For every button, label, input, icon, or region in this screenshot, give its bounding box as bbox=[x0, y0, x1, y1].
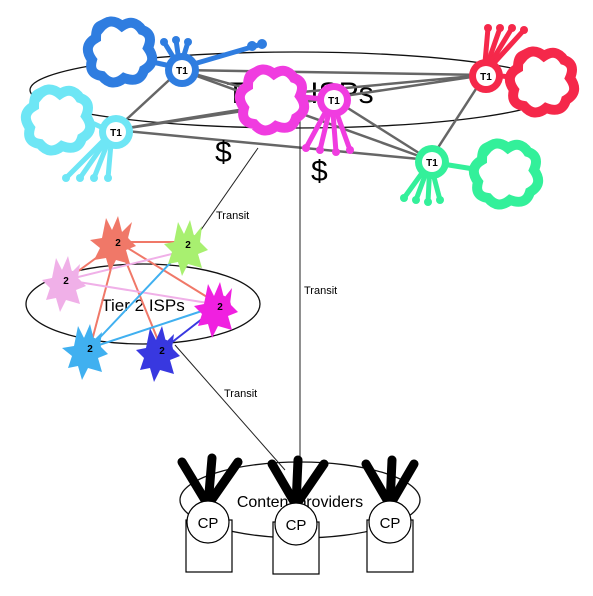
tier2-node-lime-label: 2 bbox=[185, 240, 191, 251]
content-provider-2-label: CP bbox=[286, 517, 307, 534]
tier1-node-red: T1 bbox=[469, 24, 580, 118]
money-symbol-1: $ bbox=[215, 136, 232, 169]
tier1-node-red-label: T1 bbox=[480, 72, 492, 83]
transit-label-2: Transit bbox=[304, 285, 337, 297]
content-provider-2: CP bbox=[267, 455, 329, 575]
tier2-node-pink-label: 2 bbox=[63, 276, 69, 287]
tier2-node-indigo-label: 2 bbox=[159, 346, 165, 357]
tier1-node-cyan: T1 bbox=[20, 84, 133, 182]
tier2-node-magenta-label: 2 bbox=[217, 302, 223, 313]
transit-link-tier2-to-cp bbox=[174, 344, 286, 471]
content-provider-1-label: CP bbox=[198, 515, 219, 532]
content-provider-3: CP bbox=[361, 455, 419, 573]
tier1-links bbox=[114, 68, 487, 162]
money-symbol-2: $ bbox=[311, 155, 328, 188]
tier1-node-magenta-label: T1 bbox=[328, 96, 340, 107]
tier2-node-indigo: 2 bbox=[136, 326, 180, 382]
tier1-node-green-label: T1 bbox=[426, 158, 438, 169]
tier2-node-salmon-label: 2 bbox=[115, 238, 121, 249]
content-provider-1: CP bbox=[177, 453, 243, 573]
tier2-node-skyblue-label: 2 bbox=[87, 344, 93, 355]
tier2-node-skyblue: 2 bbox=[62, 324, 108, 380]
tier1-node-blue: T1 bbox=[82, 16, 267, 88]
tier2-node-magenta: 2 bbox=[194, 282, 238, 338]
tier2-node-salmon: 2 bbox=[90, 216, 136, 272]
transit-label-3: Transit bbox=[224, 388, 257, 400]
tier1-node-magenta: T1 bbox=[234, 64, 354, 156]
tier1-node-blue-label: T1 bbox=[176, 66, 188, 77]
tier2-node-lime: 2 bbox=[164, 220, 208, 276]
tier2-node-pink: 2 bbox=[42, 256, 86, 312]
content-provider-3-label: CP bbox=[380, 515, 401, 532]
tier1-node-green: T1 bbox=[400, 138, 544, 210]
tier1-node-cyan-label: T1 bbox=[110, 128, 122, 139]
transit-label-1: Transit bbox=[216, 210, 249, 222]
